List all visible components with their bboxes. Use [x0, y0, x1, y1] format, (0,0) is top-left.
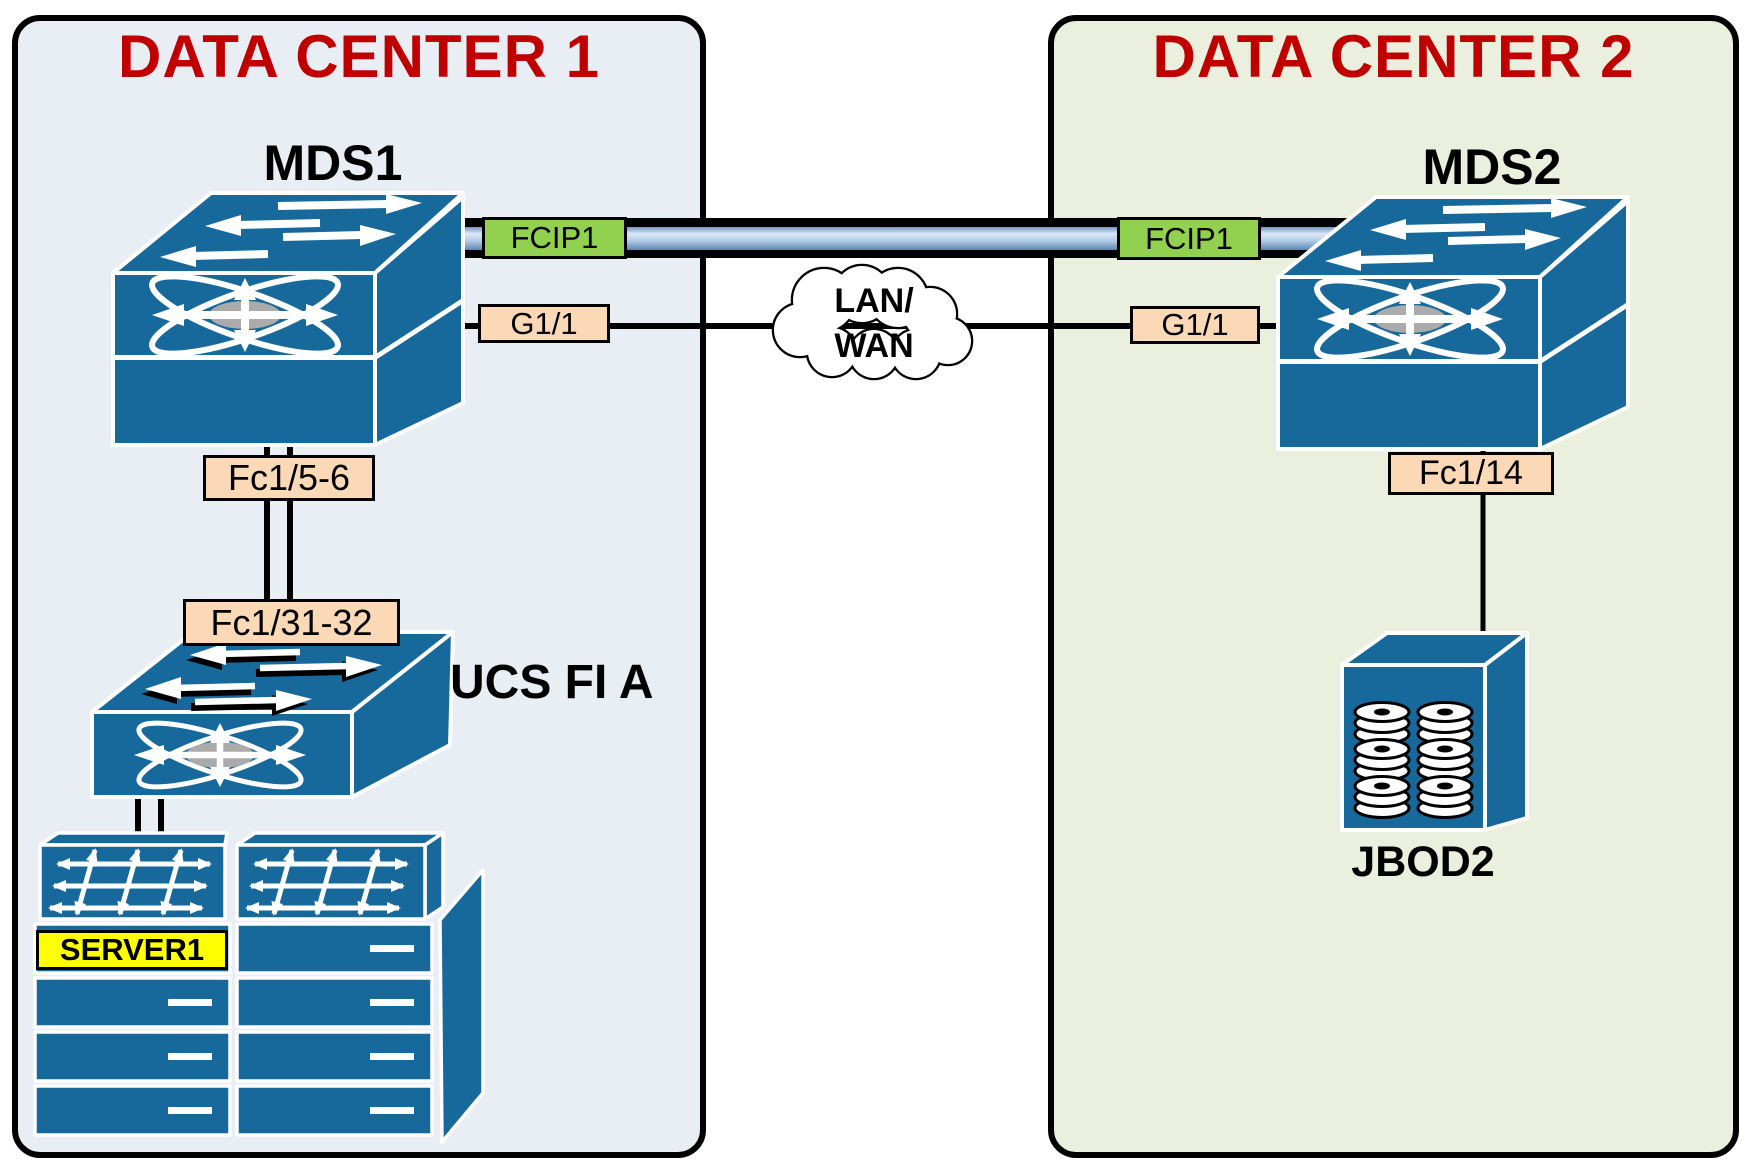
chassis-mesh-panel-right	[235, 831, 445, 921]
port-label-fc1-14: Fc1/14	[1388, 452, 1554, 495]
chassis-mesh-panel-left	[38, 831, 229, 921]
ucs-fi-a-label: UCS FI A	[450, 656, 654, 709]
server1-label: SERVER1	[36, 930, 228, 970]
blade-chassis-icon	[33, 831, 485, 1144]
port-label-fc1-5-6: Fc1/5-6	[203, 455, 375, 501]
jbod-disk-array-icon	[1340, 631, 1529, 832]
lan-wan-line2: WAN	[834, 327, 914, 365]
lan-wan-line1: LAN/	[834, 282, 914, 320]
port-label-fcip1-dc2: FCIP1	[1117, 217, 1261, 260]
mds2-switch-icon	[1278, 197, 1628, 449]
lan-wan-label: LAN/ WAN	[794, 279, 954, 369]
mds1-label: MDS1	[263, 135, 403, 191]
port-label-g1-1-dc1: G1/1	[478, 304, 610, 343]
port-label-fc1-31-32: Fc1/31-32	[183, 599, 400, 646]
datacenter1-title: DATA CENTER 1	[118, 23, 600, 90]
blade-slots	[33, 922, 434, 1137]
port-label-g1-1-dc2: G1/1	[1130, 306, 1260, 344]
fi-top-arrows-icon	[141, 643, 382, 716]
jbod2-label: JBOD2	[1351, 838, 1495, 886]
mds2-label: MDS2	[1422, 139, 1562, 195]
port-label-fcip1-dc1: FCIP1	[482, 217, 627, 259]
datacenter2-title: DATA CENTER 2	[1152, 23, 1635, 90]
mds1-switch-icon	[113, 193, 463, 445]
fi-fabric-icon	[134, 720, 306, 790]
disk-stacks-icon	[1353, 701, 1474, 819]
wan-cloud-icon	[771, 263, 974, 381]
ucs-fabric-interconnect-icon	[90, 630, 455, 799]
